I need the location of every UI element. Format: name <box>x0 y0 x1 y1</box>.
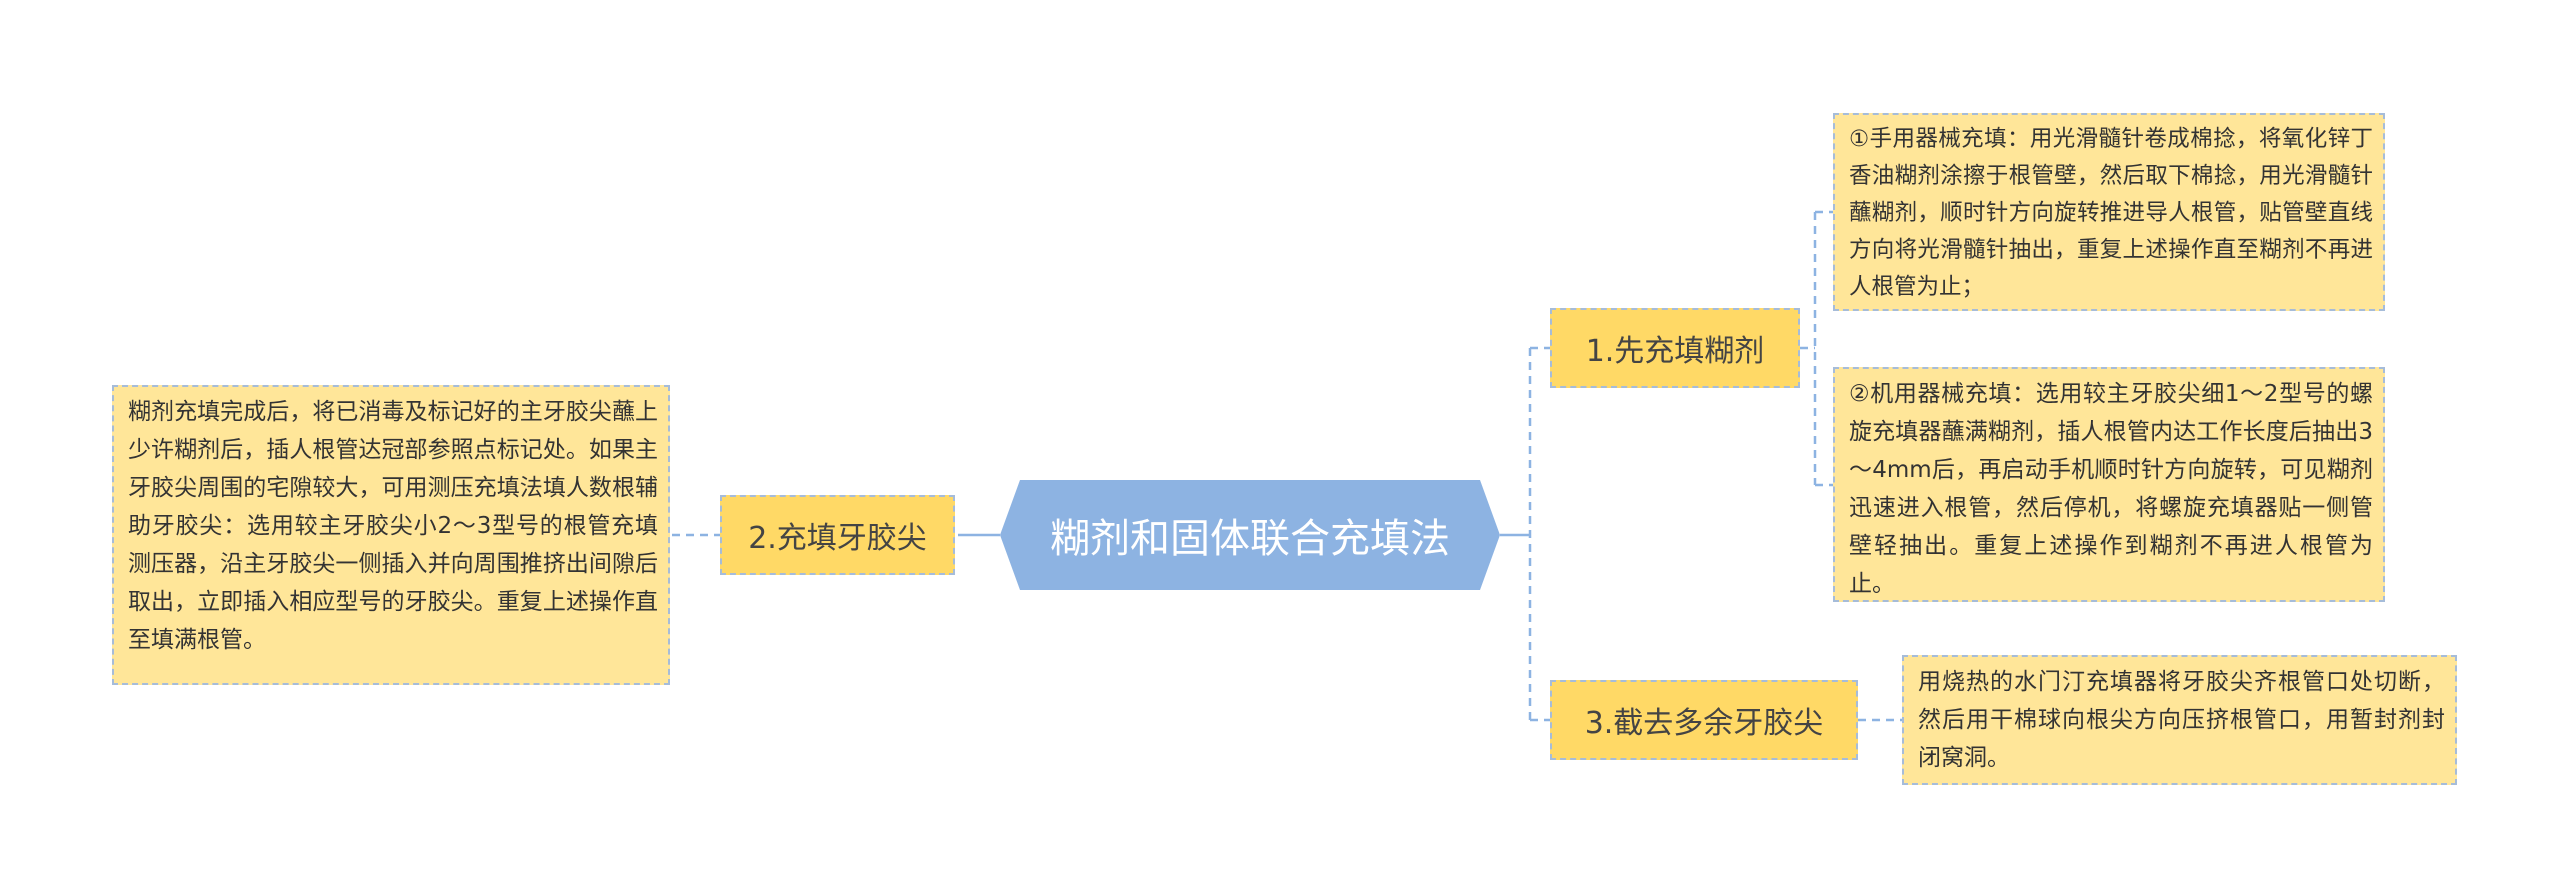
leaf-node-1[interactable]: ①手用器械充填：用光滑髓针卷成棉捻，将氧化锌丁香油糊剂涂擦于根管壁，然后取下棉捻… <box>1833 113 2385 311</box>
branch-label-3: 3.截去多余牙胶尖 <box>1584 706 1824 741</box>
leaf-node-3[interactable]: 糊剂充填完成后，将已消毒及标记好的主牙胶尖蘸上少许糊剂后，插人根管达冠部参照点标… <box>112 385 670 685</box>
branch-node-2[interactable]: 2.充填牙胶尖 <box>720 495 955 575</box>
leaf-node-4[interactable]: 用烧热的水门汀充填器将牙胶尖齐根管口处切断，然后用干棉球向根尖方向压挤根管口，用… <box>1902 655 2457 785</box>
branch-label-1: 1.先充填糊剂 <box>1585 334 1765 369</box>
root-node[interactable]: 糊剂和固体联合充填法 <box>1000 480 1500 590</box>
leaf-node-2[interactable]: ②机用器械充填：选用较主牙胶尖细1～2型号的螺旋充填器蘸满糊剂，插人根管内达工作… <box>1833 367 2385 602</box>
root-title: 糊剂和固体联合充填法 <box>1050 516 1450 562</box>
leaf-text-2: ②机用器械充填：选用较主牙胶尖细1～2型号的螺旋充填器蘸满糊剂，插人根管内达工作… <box>1849 381 2373 597</box>
leaf-text-3: 糊剂充填完成后，将已消毒及标记好的主牙胶尖蘸上少许糊剂后，插人根管达冠部参照点标… <box>128 399 658 653</box>
branch-label-2: 2.充填牙胶尖 <box>748 521 927 556</box>
branch-node-1[interactable]: 1.先充填糊剂 <box>1550 308 1800 388</box>
leaf-text-4: 用烧热的水门汀充填器将牙胶尖齐根管口处切断，然后用干棉球向根尖方向压挤根管口，用… <box>1918 669 2445 771</box>
branch-node-3[interactable]: 3.截去多余牙胶尖 <box>1550 680 1858 760</box>
leaf-text-1: ①手用器械充填：用光滑髓针卷成棉捻，将氧化锌丁香油糊剂涂擦于根管壁，然后取下棉捻… <box>1849 126 2373 300</box>
